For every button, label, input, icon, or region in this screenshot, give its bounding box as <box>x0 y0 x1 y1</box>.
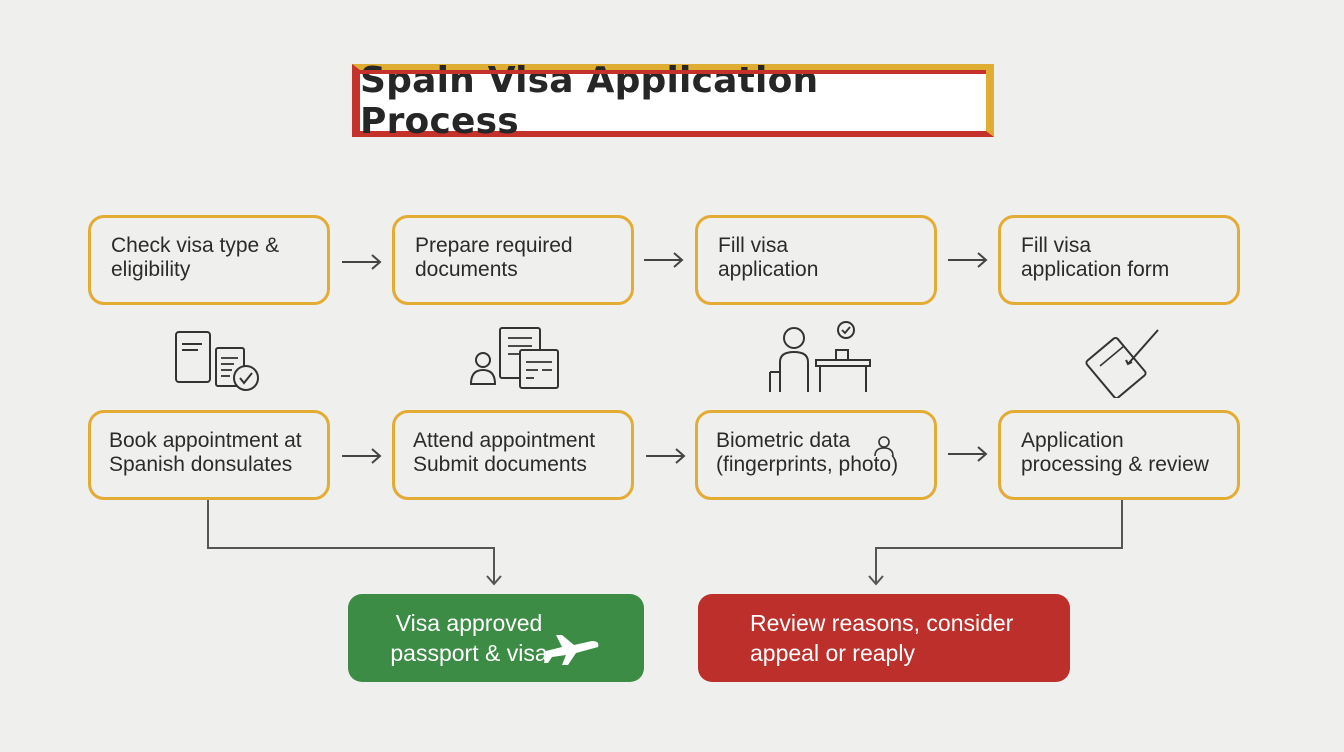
outcome-review-reasons: Review reasons, consider appeal or reapl… <box>698 594 1070 682</box>
step-fill-application-form: Fill visa application form <box>998 215 1240 305</box>
page-title: Spain Visa Application Process <box>360 59 819 142</box>
step-red-accent <box>698 287 843 302</box>
step-red-accent <box>91 287 236 302</box>
step-red-accent <box>1001 287 1146 302</box>
arrow-right-icon <box>646 448 686 464</box>
step-label: Prepare required documents <box>415 234 573 281</box>
arrow-right-icon <box>948 252 988 268</box>
title-box: Spain Visa Application Process <box>352 60 994 142</box>
person-documents-icon <box>469 327 559 389</box>
outcome-visa-approved: Visa approved passport & visa <box>348 594 644 682</box>
step-label: Biometric data (fingerprints, photo) <box>716 429 899 476</box>
arrow-right-icon <box>948 446 988 462</box>
step-red-accent <box>395 287 540 302</box>
step-red-accent <box>698 482 843 497</box>
title-top-line <box>360 70 986 74</box>
person-at-desk-icon <box>769 321 871 392</box>
step-label: Fill visa application form <box>1021 234 1170 281</box>
connector-to-approved <box>207 500 502 586</box>
step-attend-appointment: Attend appointment Submit documents <box>392 410 634 500</box>
step-application-processing: Application processing & review <box>998 410 1240 500</box>
plane-icon <box>543 635 599 665</box>
step-check-visa-type: Check visa type & eligibility <box>88 215 330 305</box>
step-label: Application processing & review <box>1021 429 1209 476</box>
step-label: Attend appointment Submit documents <box>413 429 596 476</box>
step-prepare-documents: Prepare required documents <box>392 215 634 305</box>
step-label: Book appointment at Spanish donsulates <box>109 429 302 476</box>
arrow-right-icon <box>342 448 382 464</box>
arrow-right-icon <box>644 252 684 268</box>
documents-check-icon <box>175 331 259 391</box>
step-label: Check visa type & eligibility <box>111 234 280 281</box>
step-book-appointment: Book appointment at Spanish donsulates <box>88 410 330 500</box>
connector-to-rejected <box>868 500 1123 586</box>
step-fill-visa-application: Fill visa application <box>695 215 937 305</box>
outcome-rejected-label: Review reasons, consider appeal or reapl… <box>750 610 1014 666</box>
step-biometric-data: Biometric data (fingerprints, photo) <box>695 410 937 500</box>
step-label: Fill visa application <box>718 234 819 281</box>
arrow-right-icon <box>342 254 382 270</box>
user-small-icon <box>874 436 894 457</box>
signing-pen-icon <box>1085 329 1159 398</box>
outcome-approved-label: Visa approved passport & visa <box>390 610 548 666</box>
